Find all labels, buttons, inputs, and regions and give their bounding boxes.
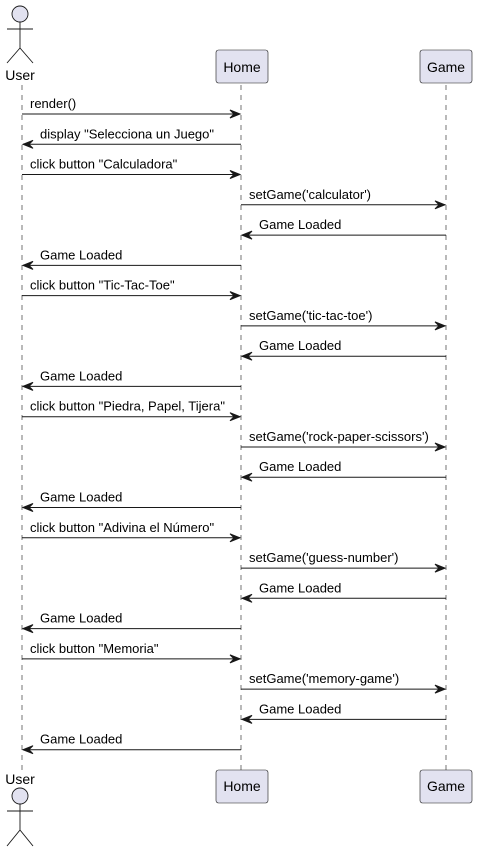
participant-label-game-top: Game (427, 59, 465, 75)
message-21: Game Loaded (240, 701, 446, 724)
message-label: Game Loaded (259, 217, 341, 232)
arrowhead-icon (434, 563, 447, 573)
arrowhead-icon (240, 472, 253, 482)
arrowhead-icon (21, 624, 34, 634)
message-12: setGame('rock-paper-scissors') (241, 429, 447, 452)
participant-home-bottom: Home (215, 769, 269, 804)
message-label: Game Loaded (259, 459, 341, 474)
participant-box-home-bottom (215, 769, 269, 804)
message-11: click button "Piedra, Papel, Tijera" (22, 399, 242, 422)
message-label: Game Loaded (259, 338, 341, 353)
message-7: click button "Tic-Tac-Toe" (22, 278, 242, 301)
message-label: click button "Tic-Tac-Toe" (30, 278, 175, 293)
actor-user-bottom: User (5, 771, 35, 847)
actor-head (11, 5, 29, 23)
participant-label-home-top: Home (223, 59, 261, 75)
participant-label-game-bottom: Game (427, 778, 465, 794)
message-label: setGame('memory-game') (249, 671, 399, 686)
message-14: Game Loaded (21, 490, 241, 512)
participant-home-top: Home (215, 49, 269, 84)
arrowhead-icon (229, 109, 242, 119)
arrowhead-icon (240, 593, 253, 603)
message-13: Game Loaded (240, 459, 446, 482)
message-label: Game Loaded (40, 368, 122, 383)
message-label: click button "Piedra, Papel, Tijera" (30, 399, 225, 414)
message-label: Game Loaded (40, 247, 122, 262)
messages: render() display "Selecciona un Juego" cli… (21, 96, 447, 755)
message-label: Game Loaded (40, 490, 122, 505)
participant-game-bottom: Game (419, 769, 473, 804)
actor-user-top: User (5, 5, 35, 83)
arrowhead-icon (434, 684, 447, 694)
arrowhead-icon (240, 351, 253, 361)
arrowhead-icon (240, 714, 253, 724)
message-label: display "Selecciona un Juego" (40, 126, 214, 141)
message-8: setGame('tic-tac-toe') (241, 308, 447, 331)
arrowhead-icon (434, 321, 447, 331)
arrowhead-icon (229, 654, 242, 664)
arrowhead-icon (434, 442, 447, 452)
message-label: click button "Calculadora" (30, 157, 178, 172)
participant-label-user-top: User (5, 67, 35, 83)
message-label: setGame('guess-number') (249, 550, 398, 565)
message-label: click button "Adivina el Número" (30, 520, 214, 535)
arrowhead-icon (229, 412, 242, 422)
message-label: setGame('tic-tac-toe') (249, 308, 372, 323)
participant-box-game-bottom (419, 769, 473, 804)
message-label: setGame('rock-paper-scissors') (249, 429, 429, 444)
message-1: render() (22, 96, 242, 119)
actor-leg-right (19, 829, 34, 847)
message-16: setGame('guess-number') (241, 550, 447, 573)
message-label: Game Loaded (259, 580, 341, 595)
message-10: Game Loaded (21, 368, 241, 391)
arrowhead-icon (21, 503, 34, 512)
message-label: Game Loaded (40, 732, 122, 747)
message-15: click button "Adivina el Número" (22, 520, 242, 543)
participant-label-user-bottom: User (5, 771, 35, 787)
arrowhead-icon (229, 170, 242, 179)
arrowhead-icon (229, 291, 242, 301)
message-9: Game Loaded (240, 338, 446, 361)
message-3: click button "Calculadora" (22, 157, 242, 179)
message-2: display "Selecciona un Juego" (21, 126, 241, 149)
actor-head (11, 787, 29, 805)
message-20: setGame('memory-game') (241, 671, 447, 694)
message-label: Game Loaded (40, 611, 122, 626)
message-19: click button "Memoria" (22, 641, 242, 664)
message-5: Game Loaded (240, 217, 446, 240)
message-22: Game Loaded (21, 732, 241, 755)
message-label: Game Loaded (259, 701, 341, 716)
arrowhead-icon (21, 745, 34, 755)
actor-leg-right (19, 47, 34, 64)
actor-leg-left (6, 47, 21, 64)
actor-leg-left (6, 829, 21, 847)
message-label: setGame('calculator') (249, 187, 371, 202)
message-6: Game Loaded (21, 247, 241, 270)
arrowhead-icon (434, 200, 447, 210)
participant-label-home-bottom: Home (223, 778, 261, 794)
message-label: click button "Memoria" (30, 641, 159, 656)
participant-game-top: Game (419, 49, 473, 84)
message-17: Game Loaded (240, 580, 446, 603)
message-18: Game Loaded (21, 611, 241, 634)
participant-box-game-top (419, 49, 473, 84)
arrowhead-icon (240, 230, 253, 240)
arrowhead-icon (21, 139, 34, 149)
arrowhead-icon (229, 533, 242, 543)
message-label: render() (30, 96, 76, 111)
arrowhead-icon (21, 381, 34, 391)
message-4: setGame('calculator') (241, 187, 447, 210)
participant-box-home-top (215, 49, 269, 84)
arrowhead-icon (21, 260, 34, 270)
